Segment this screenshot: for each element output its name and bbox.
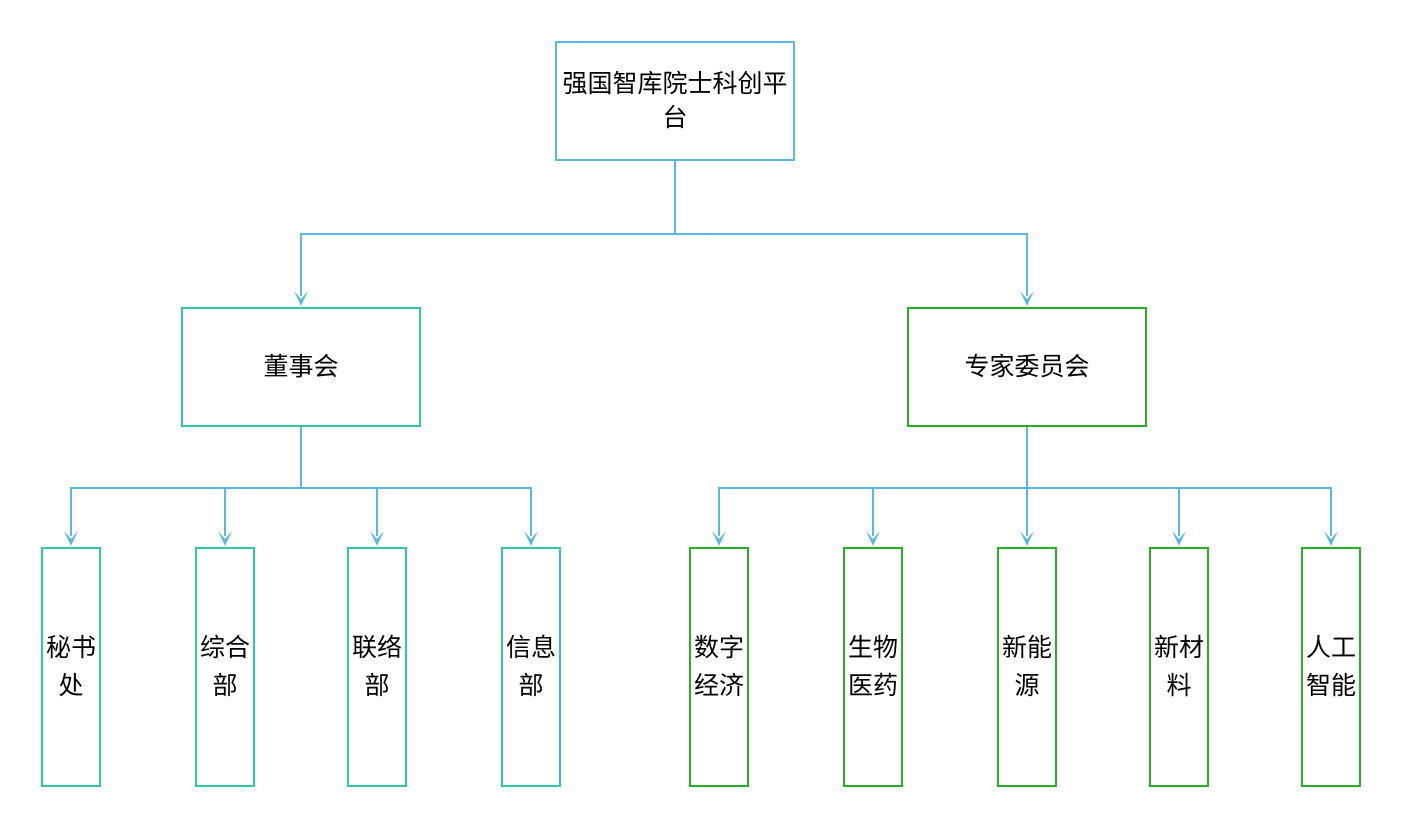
connector-board-child-3-line xyxy=(300,427,378,536)
leaf-node-secretariat[interactable]: 秘书处 xyxy=(41,547,101,787)
leaf-node-new-materials[interactable]: 新材料 xyxy=(1149,547,1209,787)
leaf-node-label: 生物医药 xyxy=(847,633,898,700)
board-node[interactable]: 董事会 xyxy=(181,307,421,427)
connector-board-child-1-line xyxy=(70,427,302,536)
root-node-label: 强国智库院士科创平台 xyxy=(562,69,788,132)
leaf-node-label: 联络部 xyxy=(351,633,402,700)
leaf-node-info-dept[interactable]: 信息部 xyxy=(501,547,561,787)
connector-root-experts-line xyxy=(674,161,1028,296)
connector-board-child-4-line xyxy=(300,427,532,536)
leaf-node-general-dept[interactable]: 综合部 xyxy=(195,547,255,787)
connector-experts-child-2-arrowhead xyxy=(866,531,880,546)
leaf-node-label: 新能源 xyxy=(1001,633,1052,700)
connector-experts-child-5-line xyxy=(1026,427,1332,536)
leaf-node-label: 新材料 xyxy=(1153,633,1204,700)
expert-committee-node[interactable]: 专家委员会 xyxy=(907,307,1147,427)
connector-board-child-2-line xyxy=(224,427,302,536)
board-node-label: 董事会 xyxy=(263,352,339,381)
connector-board-child-2-arrowhead xyxy=(218,531,232,546)
leaf-node-label: 信息部 xyxy=(505,633,556,700)
leaf-node-liaison-dept[interactable]: 联络部 xyxy=(347,547,407,787)
connector-experts-child-1-arrowhead xyxy=(712,531,726,546)
connector-root-experts-arrowhead xyxy=(1020,291,1034,306)
leaf-node-label: 综合部 xyxy=(199,633,250,700)
connector-experts-child-4-arrowhead xyxy=(1172,531,1186,546)
connector-root-board-line xyxy=(300,161,676,296)
leaf-node-label: 秘书处 xyxy=(45,633,96,700)
connector-root-board-arrowhead xyxy=(294,291,308,306)
connector-board-child-3-arrowhead xyxy=(370,531,384,546)
leaf-node-digital-economy[interactable]: 数字经济 xyxy=(689,547,749,787)
connector-board-child-1-arrowhead xyxy=(64,531,78,546)
leaf-node-new-energy[interactable]: 新能源 xyxy=(997,547,1057,787)
root-node[interactable]: 强国智库院士科创平台 xyxy=(555,41,795,161)
connector-board-child-4-arrowhead xyxy=(524,531,538,546)
connector-experts-child-3-arrowhead xyxy=(1020,531,1034,546)
leaf-node-biomedicine[interactable]: 生物医药 xyxy=(843,547,903,787)
connector-experts-child-4-line xyxy=(1026,427,1180,536)
connector-experts-child-2-line xyxy=(872,427,1028,536)
leaf-node-ai[interactable]: 人工智能 xyxy=(1301,547,1361,787)
leaf-node-label: 人工智能 xyxy=(1305,633,1356,700)
expert-committee-node-label: 专家委员会 xyxy=(964,352,1090,381)
leaf-node-label: 数字经济 xyxy=(693,633,744,700)
connector-experts-child-5-arrowhead xyxy=(1324,531,1338,546)
